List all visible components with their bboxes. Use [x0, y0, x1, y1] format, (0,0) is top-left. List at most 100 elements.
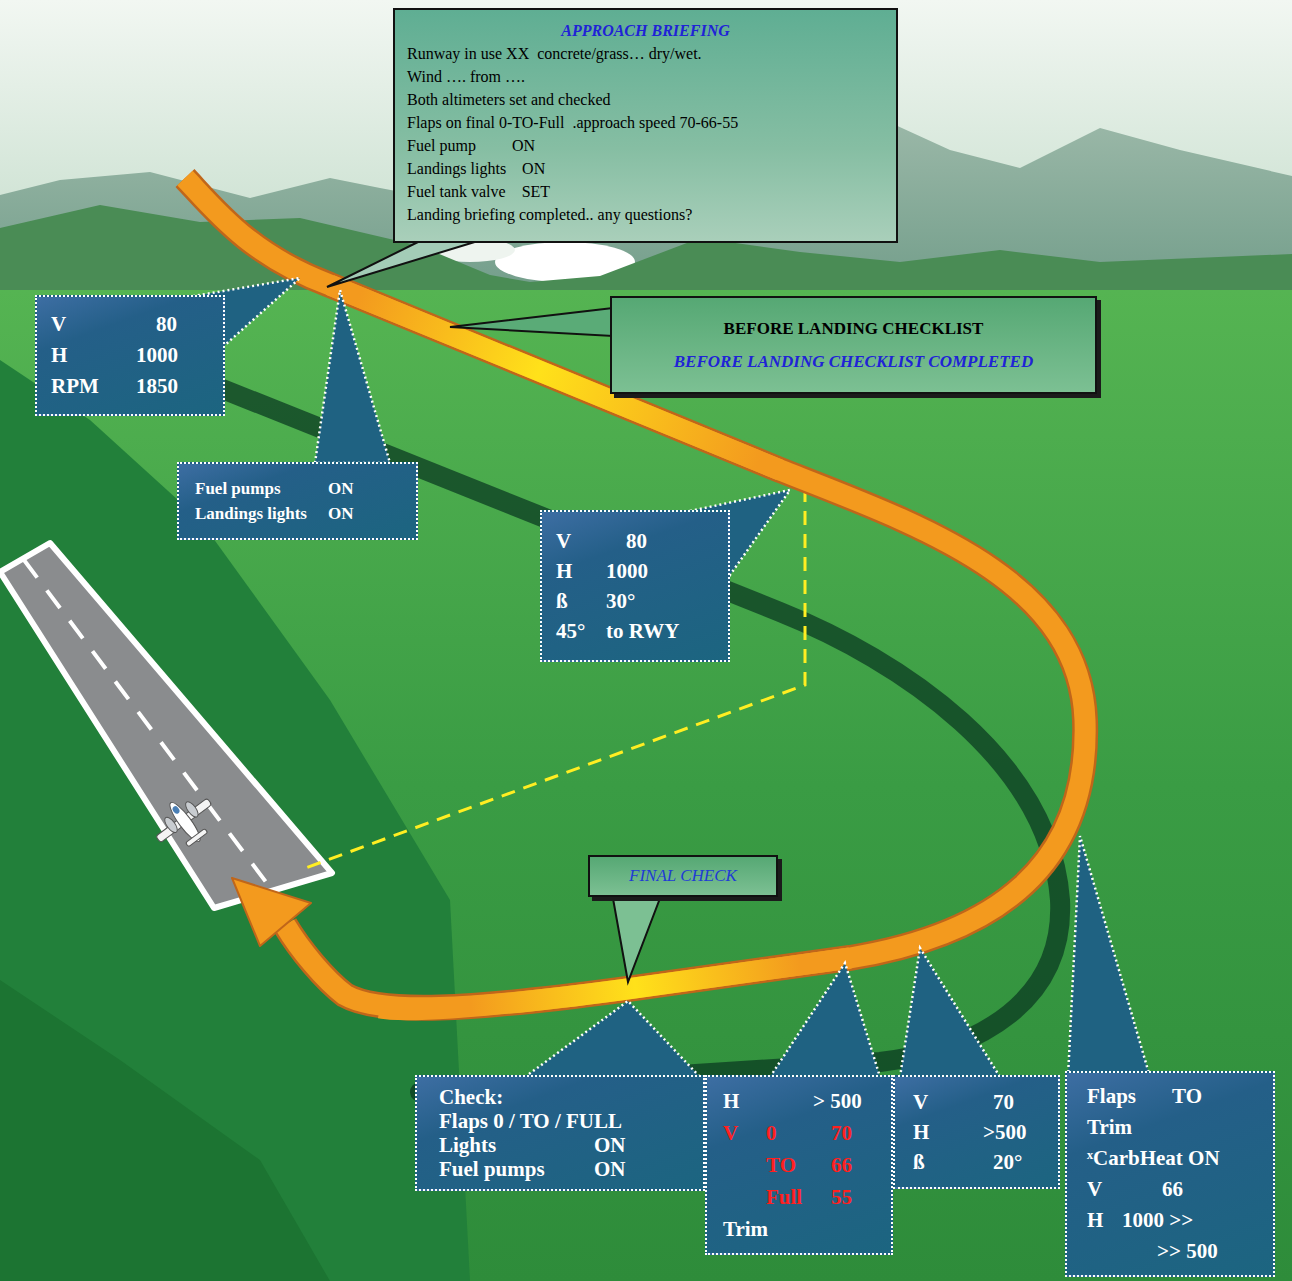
- callout-pointer: [450, 308, 613, 336]
- box-text: V: [51, 309, 156, 340]
- text-row: BEFORE LANDING CHECKLIST: [624, 312, 1083, 345]
- box-text: H: [556, 556, 606, 586]
- text-row: FINAL CHECK: [600, 864, 766, 888]
- callout-pointer: [315, 290, 390, 463]
- runway: [0, 543, 332, 908]
- dark-field: [0, 980, 330, 1281]
- box-text: 70: [831, 1117, 852, 1149]
- box-text: ON: [594, 1133, 626, 1157]
- box-text: 55: [831, 1181, 852, 1213]
- box-text: Trim: [1087, 1112, 1132, 1143]
- spacer: [723, 1181, 766, 1213]
- box-text: ˣCarbHeat ON: [1087, 1143, 1220, 1174]
- text-row: FlapsTO: [1087, 1081, 1253, 1112]
- text-row: V070: [723, 1117, 875, 1149]
- box-text: ON: [328, 476, 354, 501]
- text-row: Both altimeters set and checked: [407, 88, 884, 111]
- box-text: FINAL CHECK: [629, 864, 737, 888]
- box-text: H: [723, 1085, 813, 1117]
- text-row: RPM1850: [51, 371, 209, 402]
- callout-pointer: [525, 1001, 700, 1077]
- data-box: FlapsTOTrimˣCarbHeat ONV66H1000 >>>> 500: [1065, 1071, 1275, 1277]
- box-text: BEFORE LANDING CHECKLIST COMPLETED: [674, 345, 1033, 378]
- box-text: 20°: [993, 1147, 1022, 1177]
- data-box: V70H>500ß20°: [893, 1075, 1060, 1189]
- box-text: Both altimeters set and checked: [407, 88, 610, 111]
- box-text: >> 500: [1157, 1236, 1218, 1267]
- text-row: Wind …. from ….: [407, 65, 884, 88]
- text-row: H> 500: [723, 1085, 875, 1117]
- box-text: Landing briefing completed.. any questio…: [407, 203, 692, 226]
- box-text: ON: [594, 1157, 626, 1181]
- text-row: V80: [51, 309, 209, 340]
- callout-pointers: [188, 278, 1150, 1077]
- box-text: Flaps 0 / TO / FULL: [439, 1109, 622, 1133]
- text-row: ß20°: [913, 1147, 1040, 1177]
- text-row: Runway in use XX concrete/grass… dry/wet…: [407, 42, 884, 65]
- box-text: TO: [766, 1149, 831, 1181]
- box-text: Trim: [723, 1213, 768, 1245]
- circuit-path-glow: [380, 958, 850, 1010]
- text-row: Fuel pump ON: [407, 134, 884, 157]
- box-text: >500: [983, 1117, 1026, 1147]
- box-text: 30°: [606, 586, 635, 616]
- box-text: Full: [766, 1181, 831, 1213]
- callout-pointer: [770, 963, 880, 1077]
- box-text: 1000 >>: [1122, 1205, 1193, 1236]
- box-text: 66: [1162, 1174, 1183, 1205]
- text-row: Check:: [439, 1085, 681, 1109]
- box-text: 70: [993, 1087, 1014, 1117]
- box-text: Fuel pumps: [195, 476, 328, 501]
- plain: [0, 290, 1292, 1281]
- box-text: Flaps: [1087, 1081, 1172, 1112]
- callout-pointer: [327, 241, 478, 287]
- box-text: APPROACH BRIEFING: [561, 19, 729, 42]
- callout-pointer: [612, 893, 662, 982]
- text-row: Fuel pumpsON: [195, 476, 400, 501]
- text-row: APPROACH BRIEFING: [407, 19, 884, 42]
- box-text: 0: [766, 1117, 831, 1149]
- callout-pointer: [900, 948, 1000, 1077]
- box-text: to RWY: [606, 616, 679, 646]
- text-row: TO66: [723, 1149, 875, 1181]
- spacer: [723, 1149, 766, 1181]
- aircraft: [145, 784, 225, 861]
- data-box: V80H1000RPM1850: [35, 295, 225, 416]
- box-text: V: [556, 526, 626, 556]
- box-text: Runway in use XX concrete/grass… dry/wet…: [407, 42, 702, 65]
- box-text: Lights: [439, 1133, 594, 1157]
- box-text: ON: [328, 501, 354, 526]
- spacer: [1087, 1236, 1157, 1267]
- box-text: Landings lights ON: [407, 157, 545, 180]
- text-row: LightsON: [439, 1133, 681, 1157]
- box-text: 80: [626, 526, 647, 556]
- text-row: H>500: [913, 1117, 1040, 1147]
- box-text: Landings lights: [195, 501, 328, 526]
- box-text: 45°: [556, 616, 606, 646]
- text-row: Landings lightsON: [195, 501, 400, 526]
- text-row: V70: [913, 1087, 1040, 1117]
- text-row: Landing briefing completed.. any questio…: [407, 203, 884, 226]
- text-row: V80: [556, 526, 714, 556]
- check-box: FINAL CHECK: [588, 855, 778, 897]
- box-text: ß: [913, 1147, 993, 1177]
- box-text: H: [1087, 1205, 1122, 1236]
- text-row: Flaps on final 0-TO-Full .approach speed…: [407, 111, 884, 134]
- callout-pointer: [1068, 836, 1150, 1077]
- text-row: Fuel pumpsON: [439, 1157, 681, 1181]
- box-text: > 500: [813, 1085, 862, 1117]
- data-box: Fuel pumpsONLandings lightsON: [177, 462, 418, 540]
- text-row: BEFORE LANDING CHECKLIST COMPLETED: [624, 345, 1083, 378]
- text-row: 45°to RWY: [556, 616, 714, 646]
- text-row: H1000: [51, 340, 209, 371]
- text-row: H1000: [556, 556, 714, 586]
- guide-line: [300, 488, 805, 870]
- runway-centerline: [24, 560, 272, 890]
- box-text: Fuel pump ON: [407, 134, 535, 157]
- box-text: TO: [1172, 1081, 1202, 1112]
- box-text: Fuel pumps: [439, 1157, 594, 1181]
- text-row: Full55: [723, 1181, 875, 1213]
- data-box: H> 500V070TO66Full55Trim: [705, 1075, 893, 1255]
- box-text: BEFORE LANDING CHECKLIST: [724, 312, 984, 345]
